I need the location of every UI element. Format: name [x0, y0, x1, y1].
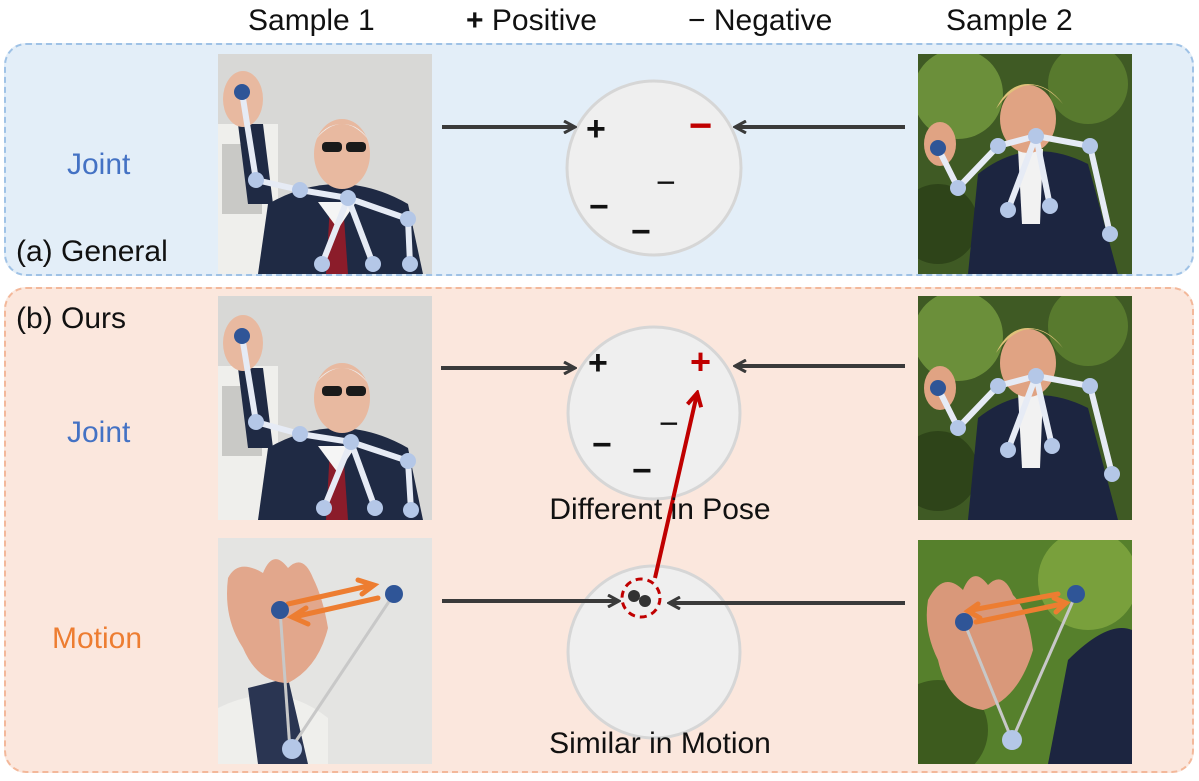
panel-b-joint-label: Joint — [67, 416, 131, 449]
header-positive-legend: + Positive — [466, 4, 597, 38]
header-negative-legend: − Negative — [688, 4, 832, 38]
panel-a-title: (a) General — [16, 235, 168, 268]
motion-point-1 — [628, 590, 640, 602]
sign-a-negative-2: − — [589, 188, 609, 226]
header-sample-2: Sample 2 — [946, 4, 1073, 37]
negative-symbol: − — [688, 4, 706, 37]
negative-label: Negative — [713, 4, 833, 37]
embedding-circle-motion — [566, 564, 742, 740]
motion-to-joint-positive-arrow — [653, 394, 697, 579]
header-sample-1: Sample 1 — [248, 4, 375, 37]
motion-cluster-ring — [620, 577, 662, 619]
sample-1-joint-photo-a — [218, 54, 432, 274]
sign-b-negative-3: − — [632, 452, 652, 490]
sign-a-negative-1: − — [656, 164, 676, 202]
sample-2-motion-photo — [918, 540, 1132, 764]
sample-1-joint-photo-b — [218, 296, 432, 520]
sign-a-positive: + — [586, 110, 606, 148]
motion-point-2 — [639, 595, 651, 607]
panel-b-motion-label: Motion — [52, 622, 143, 655]
sign-b-positive: + — [588, 344, 608, 382]
sign-b-negative-1: − — [659, 405, 679, 443]
sign-a-negative-3: − — [631, 213, 651, 251]
sign-b-highlight-positive: + — [690, 341, 712, 382]
sample-2-joint-photo-b — [918, 296, 1132, 520]
positive-label: Positive — [491, 4, 597, 37]
sample-2-joint-photo-a — [918, 54, 1132, 274]
caption-different-in-pose: Different in Pose — [549, 493, 771, 526]
sample-1-motion-photo — [218, 538, 432, 764]
sign-a-highlight-negative: − — [689, 104, 713, 148]
panel-a-joint-label: Joint — [67, 148, 131, 181]
positive-symbol: + — [466, 4, 484, 37]
caption-similar-in-motion: Similar in Motion — [549, 727, 771, 760]
embedding-circle-joint — [566, 325, 742, 501]
embedding-circle-general — [565, 79, 743, 257]
sign-b-negative-2: − — [592, 426, 612, 464]
panel-b-title: (b) Ours — [16, 302, 127, 335]
